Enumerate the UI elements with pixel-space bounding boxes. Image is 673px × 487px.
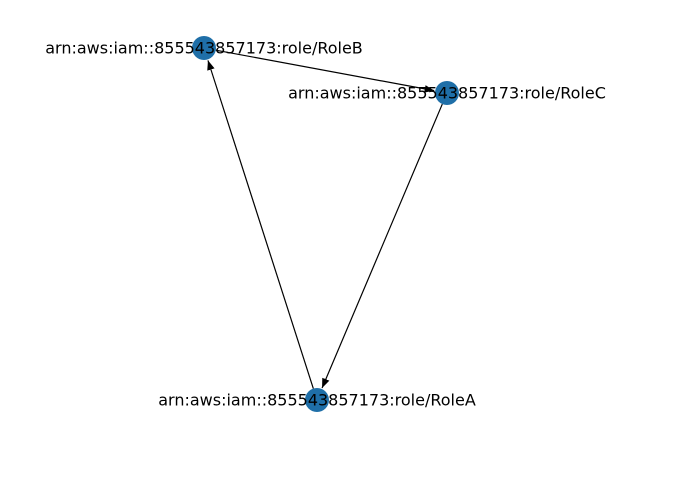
edge-rolec-to-rolea — [321, 103, 443, 389]
node-label-roleb: arn:aws:iam::855543857173:role/RoleB — [45, 39, 363, 58]
node-rolea — [305, 388, 329, 412]
node-label-rolea: arn:aws:iam::855543857173:role/RoleA — [158, 391, 476, 410]
labels-layer: arn:aws:iam::855543857173:role/RoleA arn… — [45, 39, 606, 410]
nodes-layer — [192, 36, 459, 412]
edges-layer — [207, 49, 443, 389]
edge-rolea-to-roleb — [207, 60, 314, 389]
edge-roleb-to-rolec — [215, 49, 435, 93]
node-rolec — [435, 81, 459, 105]
node-label-rolec: arn:aws:iam::855543857173:role/RoleC — [288, 84, 606, 103]
node-roleb — [192, 36, 216, 60]
